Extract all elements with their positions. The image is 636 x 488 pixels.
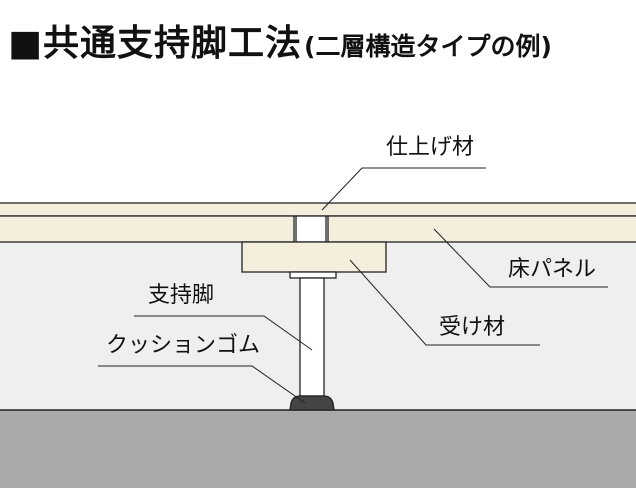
label-support-leg: 支持脚 bbox=[148, 283, 214, 308]
ground-slab bbox=[0, 410, 636, 488]
label-bearer: 受け材 bbox=[439, 315, 505, 340]
bearer-block bbox=[241, 241, 387, 273]
title-subtitle: (二層構造タイプの例) bbox=[304, 32, 552, 61]
label-cushion-rubber: クッションゴム bbox=[106, 333, 260, 358]
support-leg-shaft bbox=[299, 277, 325, 397]
leg-head-plate bbox=[289, 271, 337, 279]
page-title: ■共通支持脚工法 (二層構造タイプの例) bbox=[8, 14, 552, 64]
leader-support-leg bbox=[134, 315, 313, 351]
leader-finish bbox=[321, 167, 486, 211]
floor-panel-left bbox=[0, 215, 295, 243]
cushion-rubber bbox=[289, 395, 335, 411]
leader-cushion-rubber bbox=[98, 365, 306, 404]
finish-layer bbox=[0, 202, 636, 217]
leader-bearer bbox=[349, 259, 540, 346]
floor-panel-right bbox=[327, 215, 636, 243]
leader-floor-panel bbox=[433, 228, 608, 288]
panel-gap-spacer bbox=[295, 215, 327, 243]
label-finish: 仕上げ材 bbox=[386, 135, 474, 160]
label-floor-panel: 床パネル bbox=[508, 257, 596, 282]
title-main: ■共通支持脚工法 bbox=[8, 23, 303, 64]
